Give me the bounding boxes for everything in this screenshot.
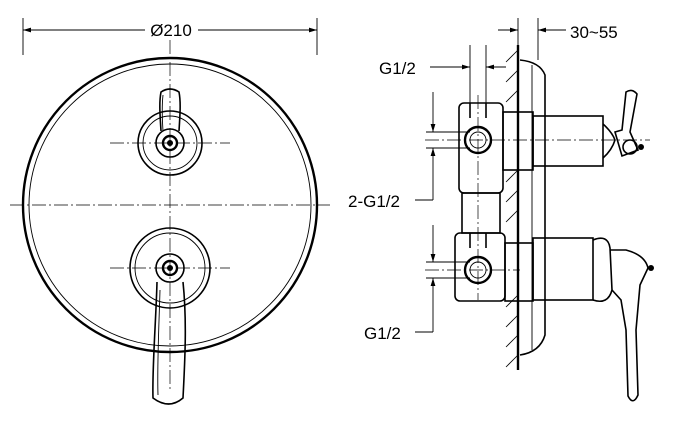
mixer-lever xyxy=(129,227,211,405)
escutcheon-profile xyxy=(519,59,546,356)
diameter-label: Ø210 xyxy=(150,21,192,40)
escutcheon-inner-rim xyxy=(28,63,312,347)
side-view: 30~55 G1/2 2-G1/2 G1/2 xyxy=(348,18,654,402)
inlets-label: 2-G1/2 xyxy=(348,192,400,211)
valve-body xyxy=(454,102,506,302)
front-view: Ø210 xyxy=(10,18,330,405)
mixer-cartridge xyxy=(504,237,654,402)
escutcheon-plate xyxy=(21,56,319,354)
diverter-knob xyxy=(137,88,203,176)
wall-hatching xyxy=(505,49,519,368)
outlet-bottom-label: G1/2 xyxy=(364,324,401,343)
depth-range-label: 30~55 xyxy=(570,23,618,42)
outlet-top-label: G1/2 xyxy=(379,59,416,78)
diverter-cartridge xyxy=(502,89,644,171)
